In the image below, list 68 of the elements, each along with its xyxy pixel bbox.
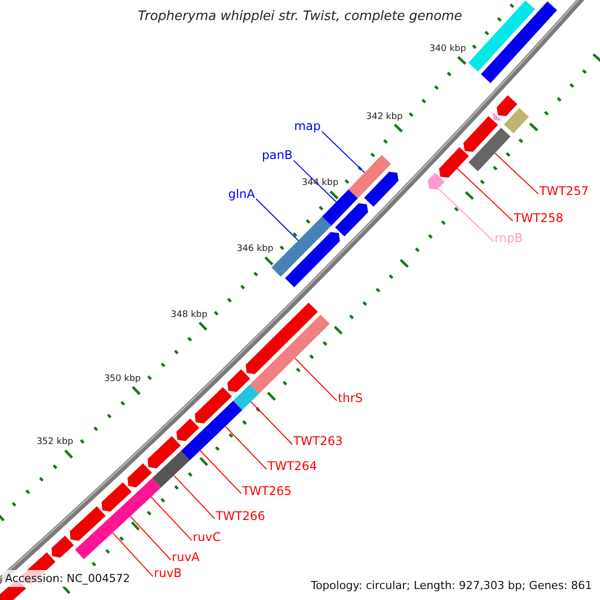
scale-label: 350 kbp: [104, 372, 141, 386]
gene-feature: [233, 384, 259, 410]
scale-label: 344 kbp: [302, 177, 338, 190]
gene-label: TWT257: [539, 184, 589, 198]
gene-feature: [176, 418, 200, 442]
leader-line: [294, 358, 338, 402]
gene-label: rnpB: [494, 232, 523, 246]
gene-feature: [227, 369, 250, 392]
gene-feature: [250, 314, 330, 394]
leader-line: [200, 450, 242, 494]
gene-feature: [428, 172, 444, 190]
genome-info-text: Topology: circular; Length: 927,303 bp; Genes: 861: [310, 579, 592, 592]
gene-label: TWT265: [242, 484, 292, 498]
gene-label: TWT263: [293, 435, 343, 448]
scale-label: 352 kbp: [36, 436, 74, 450]
gene-feature: [152, 450, 190, 488]
gene-label: ruvA: [172, 550, 200, 564]
gene-feature: [322, 189, 358, 226]
gene-feature: [463, 116, 498, 152]
leader-line: [250, 401, 293, 445]
gene-feature: [134, 478, 161, 505]
gene-label: TWT258: [514, 212, 564, 225]
gene-feature: [504, 108, 529, 134]
gene-feature: [468, 0, 535, 72]
gene-feature: [272, 216, 332, 277]
gene-label: ruvC: [192, 531, 221, 544]
leader-line: [438, 188, 494, 242]
gene-feature: [496, 95, 518, 116]
leader-line: [224, 426, 268, 470]
leader-line: [112, 532, 154, 577]
gene-feature: [480, 1, 558, 84]
gene-label: ruvB: [154, 567, 182, 580]
gene-feature: [148, 436, 181, 468]
gene-feature: [439, 147, 469, 178]
gene-feature: [128, 463, 152, 488]
gene-feature: [492, 112, 502, 121]
gene-feature: [335, 203, 368, 236]
leader-line: [150, 496, 192, 541]
gene-label: thrS: [338, 392, 363, 405]
gene-feature: [285, 232, 340, 288]
leader-line: [256, 198, 299, 242]
gene-label: TWT264: [268, 460, 317, 474]
gene-feature: [194, 387, 232, 424]
leader-line: [321, 130, 366, 174]
leader-line: [293, 160, 337, 202]
leader-line: [130, 516, 172, 560]
scale-label: 348 kbp: [170, 308, 208, 322]
gene-feature: [52, 536, 74, 558]
gene-label: TWT266: [216, 510, 266, 523]
gene-feature: [246, 302, 318, 374]
gene-feature: [75, 519, 117, 560]
gene-feature: [206, 400, 242, 437]
gene-feature: [348, 154, 392, 198]
scale-label: 340 kbp: [429, 43, 466, 56]
gene-feature: [364, 172, 398, 207]
gene-label: map: [294, 120, 321, 134]
scale-label: 346 kbp: [236, 243, 274, 256]
gene-label: panB: [262, 149, 293, 162]
gene-feature: [108, 495, 143, 529]
gene-feature: [180, 427, 214, 460]
title: Tropheryma whipplei str. Twist, complete genome: [138, 10, 462, 23]
gene-label: glnA: [228, 188, 255, 201]
gene-feature: [468, 128, 510, 172]
gene-feature: [70, 506, 106, 541]
leader-line: [173, 474, 216, 520]
leader-line: [456, 168, 514, 222]
gene-feature: [102, 482, 132, 512]
scale-label: 342 kbp: [366, 110, 403, 124]
